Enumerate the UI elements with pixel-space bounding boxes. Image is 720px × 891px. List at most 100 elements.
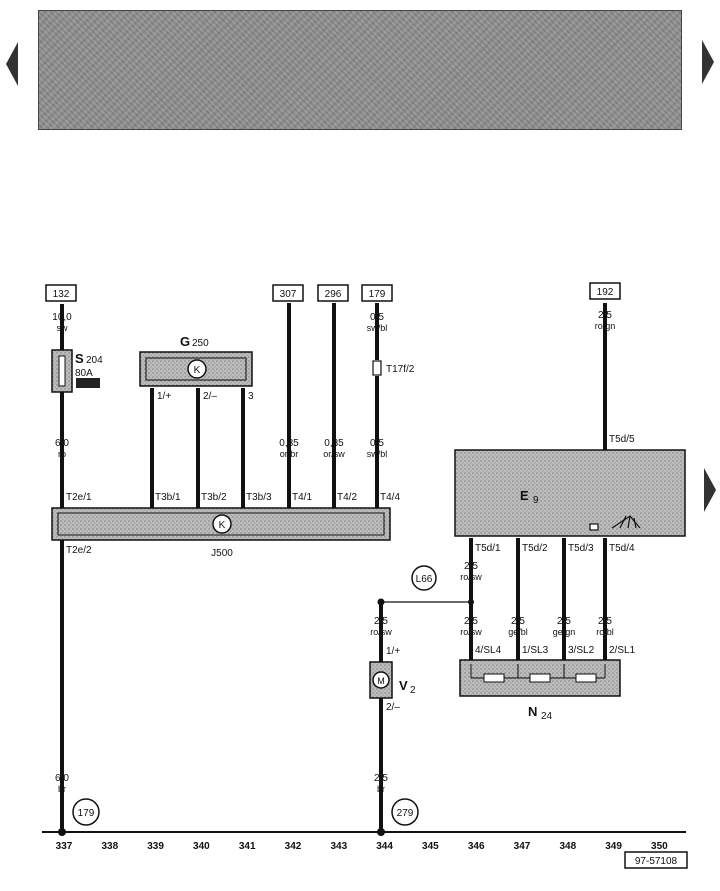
v2-number: 2: [410, 685, 416, 696]
wire-size-label: 2,5: [598, 310, 612, 321]
fuse-rating-label: 80A: [75, 368, 93, 379]
wire-color-label: ro/bl: [596, 627, 614, 637]
next-page-arrow-icon-lower[interactable]: [704, 468, 716, 512]
j500-k-symbol: [212, 514, 232, 534]
sensor-g250[interactable]: G 250 K 1/+ 2/– 3: [139, 334, 254, 402]
l66-circle: [411, 565, 437, 591]
e9-label: E: [520, 488, 529, 503]
terminal-t4-1: T4/1: [292, 492, 312, 503]
terminal-t5d1: T5d/1: [475, 543, 501, 554]
fuse-marker: [76, 378, 100, 388]
next-page-arrow-icon[interactable]: [702, 40, 714, 84]
terminal-t4-2: T4/2: [337, 492, 357, 503]
wire-color-label: sw: [57, 323, 69, 333]
wire-size-label: 0,35: [324, 438, 344, 449]
ground-ref-279: 279: [397, 808, 414, 819]
g250-pin2: 2/–: [203, 391, 217, 402]
reference-l66[interactable]: L66: [411, 565, 437, 591]
wire-color-label: ro: [58, 449, 66, 459]
ruler-tick-label: 338: [101, 841, 118, 852]
fuse-s204-label: S: [75, 351, 84, 366]
wire-size-label: 0,35: [279, 438, 299, 449]
ref-box-179[interactable]: [361, 284, 393, 302]
motor-icon: M: [377, 676, 385, 686]
fuse-s204-number: 204: [86, 355, 103, 366]
g250-inner: [145, 357, 247, 381]
g250-pin3: 3: [248, 391, 254, 402]
terminal-labels: T2e/1 T2e/2 T3b/1 T3b/2 T3b/3 T4/1 T4/2 …: [66, 434, 636, 656]
wire-size-label: 10,0: [52, 312, 72, 323]
wire-color-label: or/br: [280, 449, 299, 459]
wire-size-label: 6,0: [55, 773, 69, 784]
wire-color-label: or/sw: [323, 449, 345, 459]
switch-e9[interactable]: E 9: [454, 449, 686, 537]
wire-color-label: sw/bl: [367, 323, 388, 333]
ruler-tick-label: 347: [514, 841, 531, 852]
resistor-module-n24[interactable]: N 24: [459, 659, 621, 722]
terminal-t3b2: T3b/2: [201, 492, 227, 503]
resistor-chain-icon: [470, 664, 606, 683]
wire-size-label: 2,5: [374, 616, 388, 627]
ref-192-label: 192: [597, 287, 614, 298]
e9-number: 9: [533, 495, 539, 506]
fuse-s204[interactable]: S 204 80A: [51, 349, 103, 393]
ruler-tick-label: 350: [651, 841, 668, 852]
e9-body: [454, 449, 686, 537]
v2-pin2: 2/–: [386, 702, 400, 713]
wire-labels: 10,0 sw 6,0 ro 6,0 br 0,35 or/br 0,35 or…: [52, 310, 615, 794]
ruler-tick-label: 344: [376, 841, 393, 852]
doc-code-label: 97-57108: [635, 856, 678, 867]
n24-label: N: [528, 704, 537, 719]
ref-box-296[interactable]: [317, 284, 349, 302]
connector-t17f2[interactable]: T17f/2: [372, 360, 415, 376]
rotary-switch-icon: [589, 515, 641, 531]
connector-body: [372, 360, 382, 376]
header-band: [38, 10, 682, 130]
reference-boxes: 132 307 296 179 192: [45, 282, 621, 302]
ruler-tick-label: 349: [605, 841, 622, 852]
g250-pin1: 1/+: [157, 391, 171, 402]
g250-k-symbol: [187, 359, 207, 379]
fuse-element: [58, 355, 66, 387]
ground-node: [58, 828, 66, 836]
wire-color-label: br: [58, 784, 66, 794]
wire-color-label: br: [377, 784, 385, 794]
ref-box-192[interactable]: [589, 282, 621, 300]
ground-ref-179: 179: [78, 808, 95, 819]
terminal-sl4: 4/SL4: [475, 645, 502, 656]
terminal-sl2: 3/SL2: [568, 645, 595, 656]
terminal-t2e2: T2e/2: [66, 545, 92, 556]
terminal-t3b1: T3b/1: [155, 492, 181, 503]
motor-v2[interactable]: M 1/+ 2/– V 2: [369, 646, 416, 713]
ref-box-307[interactable]: [272, 284, 304, 302]
terminal-t5d3: T5d/3: [568, 543, 594, 554]
wire-color-label: ro/gn: [595, 321, 616, 331]
g250-label: G: [180, 334, 190, 349]
ref-296-label: 296: [325, 289, 342, 300]
ground-references: 179 279: [72, 798, 419, 826]
ground-rail: [42, 828, 686, 836]
previous-page-arrow-icon[interactable]: [6, 42, 18, 86]
ruler-tick-label: 337: [56, 841, 73, 852]
v2-label: V: [399, 678, 408, 693]
ref-box-132[interactable]: [45, 284, 77, 302]
wire-color-label: ge/gn: [553, 627, 576, 637]
terminal-t4-4: T4/4: [380, 492, 400, 503]
ground-ref-circle[interactable]: [391, 798, 419, 826]
j500-inner: [57, 512, 385, 536]
v2-pin1: 1/+: [386, 646, 400, 657]
junction-dot-2: [468, 599, 474, 605]
wire-size-label: 2,5: [598, 616, 612, 627]
ground-ref-circle[interactable]: [72, 798, 100, 826]
ruler-tick-label: 339: [147, 841, 164, 852]
ruler-tick-label: 343: [330, 841, 347, 852]
wires: [60, 303, 607, 832]
l66-label: L66: [416, 574, 433, 585]
control-unit-j500[interactable]: K J500: [51, 507, 391, 559]
ref-179-label: 179: [369, 289, 386, 300]
wire-size-label: 2,5: [464, 561, 478, 572]
terminal-t5d4: T5d/4: [609, 543, 635, 554]
k-symbol-icon: K: [194, 365, 201, 376]
